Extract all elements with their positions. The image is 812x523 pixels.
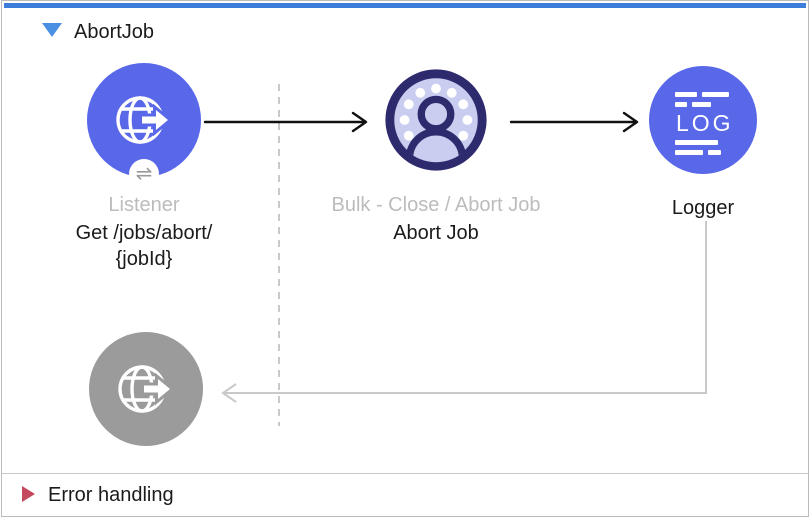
bulk-name-label: Abort Job [393,222,479,244]
logger-node[interactable]: LOG [649,66,757,174]
sync-arrows-icon: ⇌ [135,163,153,185]
wire-listener-to-abortjob [203,111,368,133]
wire-abortjob-to-logger [509,111,639,133]
response-node-disabled[interactable] [89,332,203,446]
logger-name-label: Logger [671,197,735,219]
listener-type-label: Listener [108,194,180,216]
log-icon: LOG [675,87,731,160]
bulk-type-label: Bulk - Close / Abort Job [331,194,541,216]
listener-name-line2: {jobId} [115,248,173,270]
flow-selection-bar [4,3,806,8]
bulk-user-icon [385,69,487,171]
globe-arrow-icon [116,96,173,144]
error-handling-divider [2,473,808,474]
listener-name-line1: Get /jobs/abort/ [75,222,213,244]
log-icon-text: LOG [676,110,734,136]
sync-arrows-badge: ⇌ [129,159,159,189]
globe-arrow-icon [118,365,175,413]
collapse-flow-icon[interactable] [42,23,62,37]
expand-error-handling-icon[interactable] [22,486,35,502]
bulk-abort-job-node[interactable] [381,65,491,175]
error-handling-label[interactable]: Error handling [48,484,174,506]
listener-name-label: Get /jobs/abort/ {jobId} [24,220,264,272]
flow-title[interactable]: AbortJob [74,21,155,43]
listener-node[interactable]: ⇌ [87,63,201,189]
wire-logger-to-response [221,221,707,403]
